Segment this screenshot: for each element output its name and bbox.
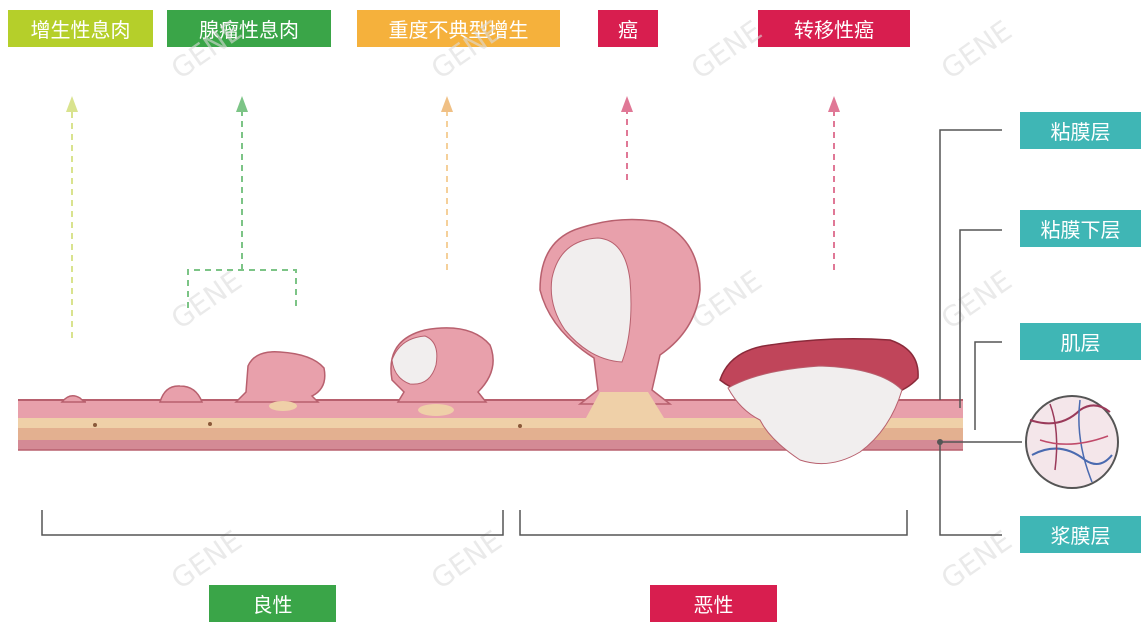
svg-text:GENE: GENE	[935, 14, 1018, 86]
polyp-small	[62, 396, 86, 402]
stage-arrow-5	[828, 96, 840, 270]
layer-label-mucosa: 粘膜层	[1020, 112, 1141, 149]
polyp-cancer	[540, 220, 700, 418]
stage-arrow-4	[621, 96, 633, 180]
benign-bracket	[42, 510, 503, 535]
magnified-blood-vessels	[1026, 396, 1118, 488]
polyp-adenomatous	[236, 352, 325, 411]
layer-label-serosa: 浆膜层	[1020, 516, 1141, 553]
svg-text:GENE: GENE	[165, 264, 248, 336]
group-label-benign: 良性	[209, 585, 336, 622]
group-label-malignant: 恶性	[650, 585, 777, 622]
stage-arrow-1	[66, 96, 78, 338]
svg-text:GENE: GENE	[685, 14, 768, 86]
layer-label-submucosa: 粘膜下层	[1020, 210, 1141, 247]
malignant-bracket	[520, 510, 907, 535]
stage-arrow-2	[188, 96, 296, 308]
layer-label-muscularis: 肌层	[1020, 323, 1141, 360]
stage-arrow-3	[441, 96, 453, 270]
polyp-hyperplastic	[160, 386, 202, 402]
layer-leaders	[937, 130, 1022, 535]
svg-text:GENE: GENE	[935, 264, 1018, 336]
svg-text:GENE: GENE	[165, 14, 248, 86]
svg-text:GENE: GENE	[425, 14, 508, 86]
